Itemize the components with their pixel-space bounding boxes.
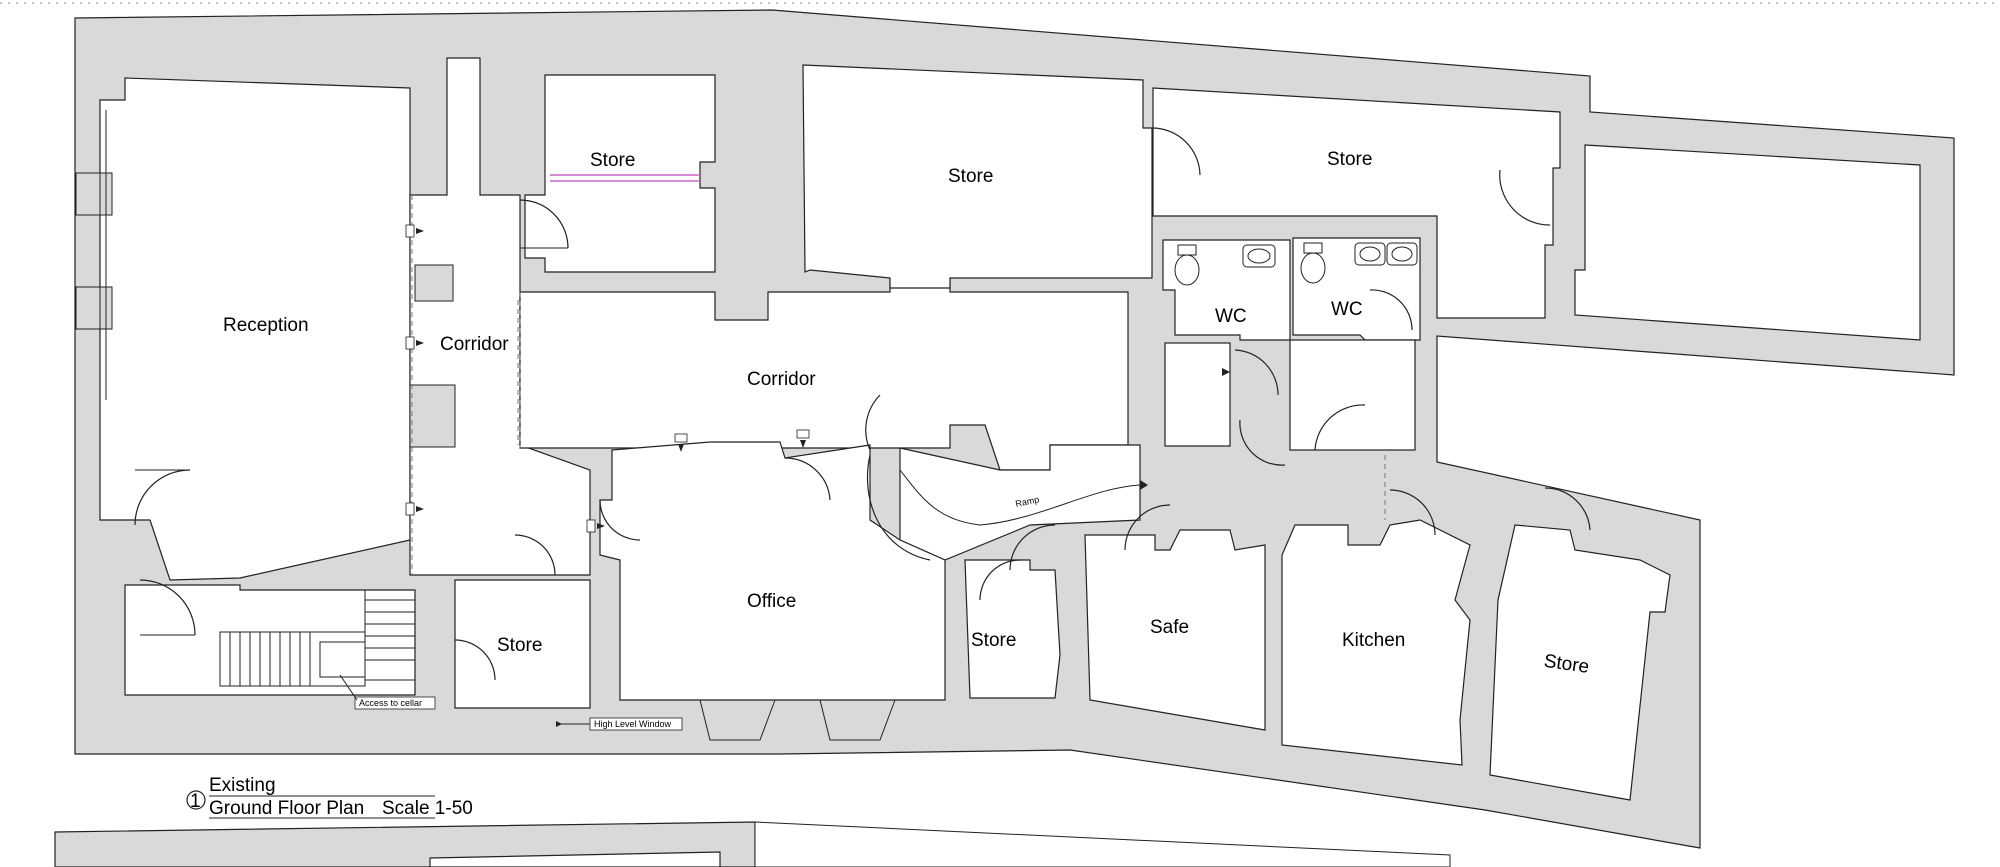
drawing-scale: Scale 1-50	[382, 798, 473, 819]
store-top-right-label: Store	[1327, 149, 1372, 170]
store-top-right-room	[1152, 87, 1561, 319]
access-to-cellar-note: Access to cellar	[339, 674, 436, 710]
door-swings	[134, 127, 1591, 681]
reception-windows	[75, 110, 113, 400]
corridor-left-label: Corridor	[440, 334, 509, 355]
column	[414, 264, 454, 302]
drawing-title-block: 1 Existing Ground Floor Plan Scale 1-50	[186, 775, 473, 819]
safe-label: Safe	[1150, 617, 1189, 638]
drawing-number-circle	[186, 790, 206, 810]
store-top-small-room	[524, 74, 716, 273]
safe-room	[1084, 529, 1266, 731]
drawing-number: 1	[190, 791, 201, 812]
kitchen-label: Kitchen	[1342, 630, 1405, 651]
wc-1-room	[1162, 239, 1291, 341]
store-right-room	[1489, 524, 1671, 801]
next-floor-outline-right	[754, 821, 1451, 867]
store-top-large-label: Store	[948, 166, 993, 187]
ramp-arrow	[1140, 480, 1148, 490]
drawing-title: Ground Floor Plan	[209, 798, 364, 819]
sink-icon	[1354, 242, 1418, 266]
wc-1-label: WC	[1215, 306, 1247, 327]
store-lower-left-label: Store	[497, 635, 542, 656]
service-markers	[405, 224, 1230, 533]
next-floor-room	[429, 851, 721, 867]
svg-text:Access to cellar: Access to cellar	[359, 698, 422, 708]
ramp-label: Ramp	[1014, 494, 1040, 509]
store-small-label: Store	[971, 630, 1016, 651]
kitchen-room	[1281, 519, 1471, 766]
corridor-main-label: Corridor	[747, 369, 816, 390]
store-far-right-room	[1574, 144, 1921, 341]
office-label: Office	[747, 591, 796, 612]
ramp-line	[899, 469, 1141, 526]
wc-lobby	[1289, 339, 1416, 451]
store-top-small-label: Store	[590, 150, 635, 171]
staircase	[219, 589, 416, 687]
store-top-large-room	[802, 64, 1153, 289]
drawing-status: Existing	[209, 775, 276, 796]
high-level-window-note: High Level Window	[556, 717, 683, 731]
toilet-icon	[1300, 242, 1326, 284]
sink-icon	[1242, 244, 1276, 268]
reception-label: Reception	[223, 315, 309, 336]
reception-room	[99, 77, 411, 581]
office-room	[599, 441, 946, 701]
column	[409, 384, 456, 448]
store-small-room	[964, 559, 1061, 699]
corridor-main	[519, 275, 1129, 471]
office-bay-window	[699, 699, 896, 741]
cupboard	[1164, 342, 1231, 447]
toilet-icon	[1174, 244, 1200, 286]
svg-text:High Level Window: High Level Window	[594, 719, 672, 729]
wc-2-label: WC	[1331, 299, 1363, 320]
store-lower-left-room	[454, 579, 591, 709]
